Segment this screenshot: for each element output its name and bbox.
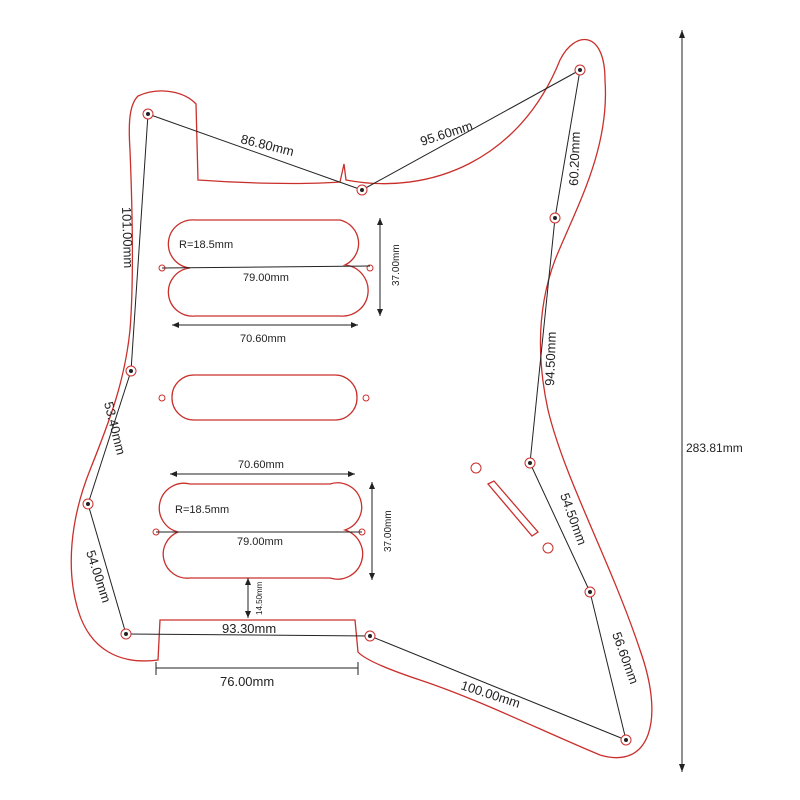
upper-humbucker — [158, 218, 383, 328]
screw-hole-center-4 — [528, 461, 532, 465]
measure-line-6 — [369, 635, 627, 741]
screw-hole-center-9 — [86, 502, 90, 506]
screw-hole-center-3 — [553, 216, 557, 220]
screw-hole-center-10 — [129, 369, 133, 373]
screw-hole-center-8 — [124, 632, 128, 636]
middle-single-coil — [158, 374, 370, 421]
lower-humbucker-outline — [158, 482, 364, 580]
label-bottom-span: 100.00mm — [459, 678, 522, 711]
measure-line-0 — [147, 113, 363, 191]
upper-humbucker-outline — [167, 219, 369, 317]
label-bottom-left-span: 93.30mm — [222, 621, 276, 636]
control-hole-bottom — [542, 542, 554, 554]
label-upper-humbucker-height: 37.00mm — [391, 244, 402, 286]
switch-area — [470, 462, 554, 554]
pickguard-outline — [70, 38, 653, 759]
measure-line-7 — [125, 633, 371, 637]
measure-line-9 — [87, 370, 132, 505]
single-coil-hole-right — [362, 394, 370, 402]
label-right-upper: 60.20mm — [566, 131, 583, 186]
overall-height-dimension — [679, 30, 685, 772]
label-lower-humbucker-width: 70.60mm — [238, 459, 284, 471]
screw-hole-center-7 — [368, 634, 372, 638]
measure-line-5 — [589, 591, 627, 741]
label-top-left-span: 86.80mm — [239, 131, 295, 159]
label-right-middle: 94.50mm — [542, 331, 559, 386]
screw-hole-center-6 — [624, 738, 628, 742]
label-upper-humbucker-radius: R=18.5mm — [179, 239, 233, 251]
measure-line-1 — [361, 69, 581, 191]
label-overall-height: 283.81mm — [686, 441, 743, 455]
label-right-lower: 54.50mm — [557, 491, 590, 547]
switch-slot — [486, 480, 539, 537]
label-left-upper: 101.00mm — [119, 207, 136, 269]
label-neck-cutout-width: 76.00mm — [220, 674, 274, 689]
measure-line-3 — [529, 217, 556, 464]
lower-humbucker — [152, 471, 375, 618]
single-coil-outline — [171, 374, 358, 421]
label-humbucker-to-edge: 14.50mm — [255, 581, 264, 615]
label-left-middle: 53.40mm — [101, 400, 129, 456]
label-lower-humbucker-hole-span: 79.00mm — [237, 536, 283, 548]
screw-hole-center-5 — [588, 590, 592, 594]
measure-line-8 — [87, 503, 127, 635]
screw-hole-center-0 — [146, 112, 150, 116]
screw-hole-center-2 — [578, 68, 582, 72]
single-coil-hole-left — [158, 394, 166, 402]
label-lower-humbucker-height: 37.00mm — [383, 510, 394, 552]
label-lower-humbucker-radius: R=18.5mm — [175, 504, 229, 516]
neck-cutout-dimension — [155, 662, 359, 675]
label-upper-humbucker-width: 70.60mm — [240, 333, 286, 345]
measure-line-10 — [130, 113, 149, 372]
measure-line-4 — [529, 462, 591, 593]
label-bottom-right-upper: 56.60mm — [609, 630, 642, 686]
measure-line-2 — [554, 69, 581, 219]
label-top-right-span: 95.60mm — [418, 118, 474, 149]
label-upper-humbucker-hole-span: 79.00mm — [243, 272, 289, 284]
control-hole-top — [470, 462, 482, 474]
screw-hole-center-1 — [360, 188, 364, 192]
screw-hole-network — [82, 64, 632, 746]
